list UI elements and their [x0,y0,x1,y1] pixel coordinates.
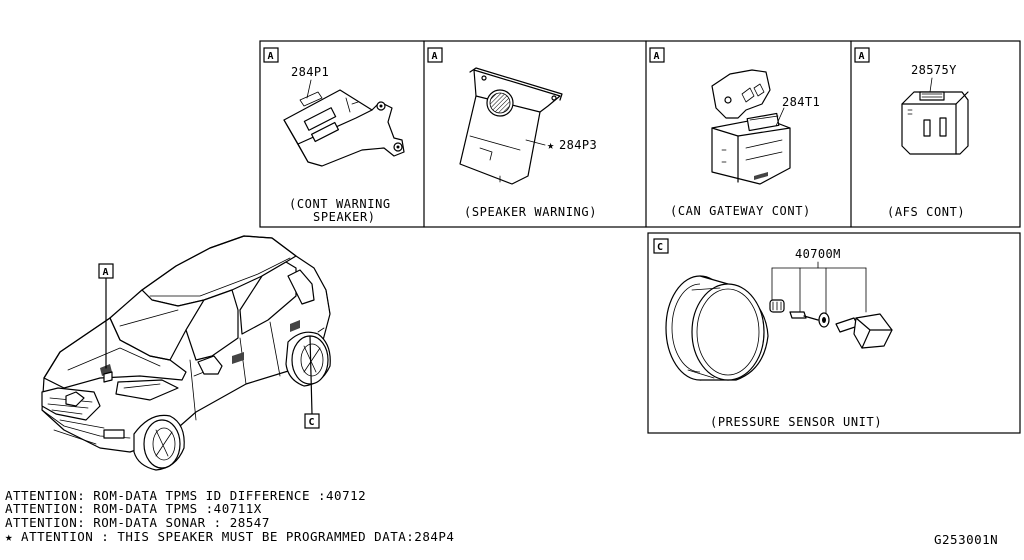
caption: (PRESSURE SENSOR UNIT) [710,415,882,429]
part-leader-lines [771,261,867,317]
svg-text:A: A [859,51,865,62]
note-line: ATTENTION: ROM-DATA TPMS :40711X [5,501,262,516]
panel-pressure-sensor: C 40700M [647,232,1021,434]
part-number-label: 284T1 [782,95,820,109]
callout-badge: A [427,47,443,63]
can-gateway-module-icon [711,69,791,185]
callout-badge: A [263,47,279,63]
wheel-rim-icon [665,275,769,381]
note-line: ATTENTION: ROM-DATA TPMS ID DIFFERENCE :… [5,488,366,503]
callout-badge: A [854,47,870,63]
svg-text:A: A [432,51,438,62]
svg-text:A: A [654,51,660,62]
warning-speaker-icon [459,67,563,185]
attention-notes: ATTENTION: ROM-DATA TPMS ID DIFFERENCE :… [5,488,454,544]
callout-badge: C [653,238,669,254]
caption: (AFS CONT) [887,205,965,219]
note-line: ATTENTION: ROM-DATA SONAR : 28547 [5,515,270,530]
note-line: ★ ATTENTION : THIS SPEAKER MUST BE PROGR… [5,529,454,544]
callout-badge-wheel: C [304,413,320,429]
diagram-id: G253001N [934,532,998,547]
part-number-label: 28575Y [911,63,957,77]
svg-text:A: A [268,51,274,62]
speaker-bracket-icon [283,89,405,167]
svg-text:C: C [657,242,663,253]
callout-badge: A [649,47,665,63]
tpms-valve-parts-icon [769,299,893,349]
marker-star: ★ [547,138,555,152]
caption-line-1: (CONT WARNING [289,197,391,211]
svg-text:A: A [103,267,109,278]
callout-badge-front: A [98,263,114,279]
caption: (CAN GATEWAY CONT) [670,204,811,218]
caption: (SPEAKER WARNING) [464,205,597,219]
part-number-label: 40700M [795,247,841,261]
afs-control-module-icon [901,91,969,155]
part-number-label: 284P1 [291,65,329,79]
caption-line-2: SPEAKER) [313,210,376,224]
svg-text:C: C [309,417,315,428]
part-number-label: 284P3 [559,138,597,152]
panel-can-gateway: A 284T1 (CAN GATEWAY CONT) [649,47,820,218]
vehicle-illustration: A C [41,235,331,471]
panel-cont-warning-speaker: A 284P1 (CONT WARNING SPEAKER) [263,47,405,224]
panel-afs-cont: A 28575Y (AFS CONT) [854,47,969,219]
panel-speaker-warning: A ★ 284P3 (SPEAKER WARNING) [427,47,597,219]
